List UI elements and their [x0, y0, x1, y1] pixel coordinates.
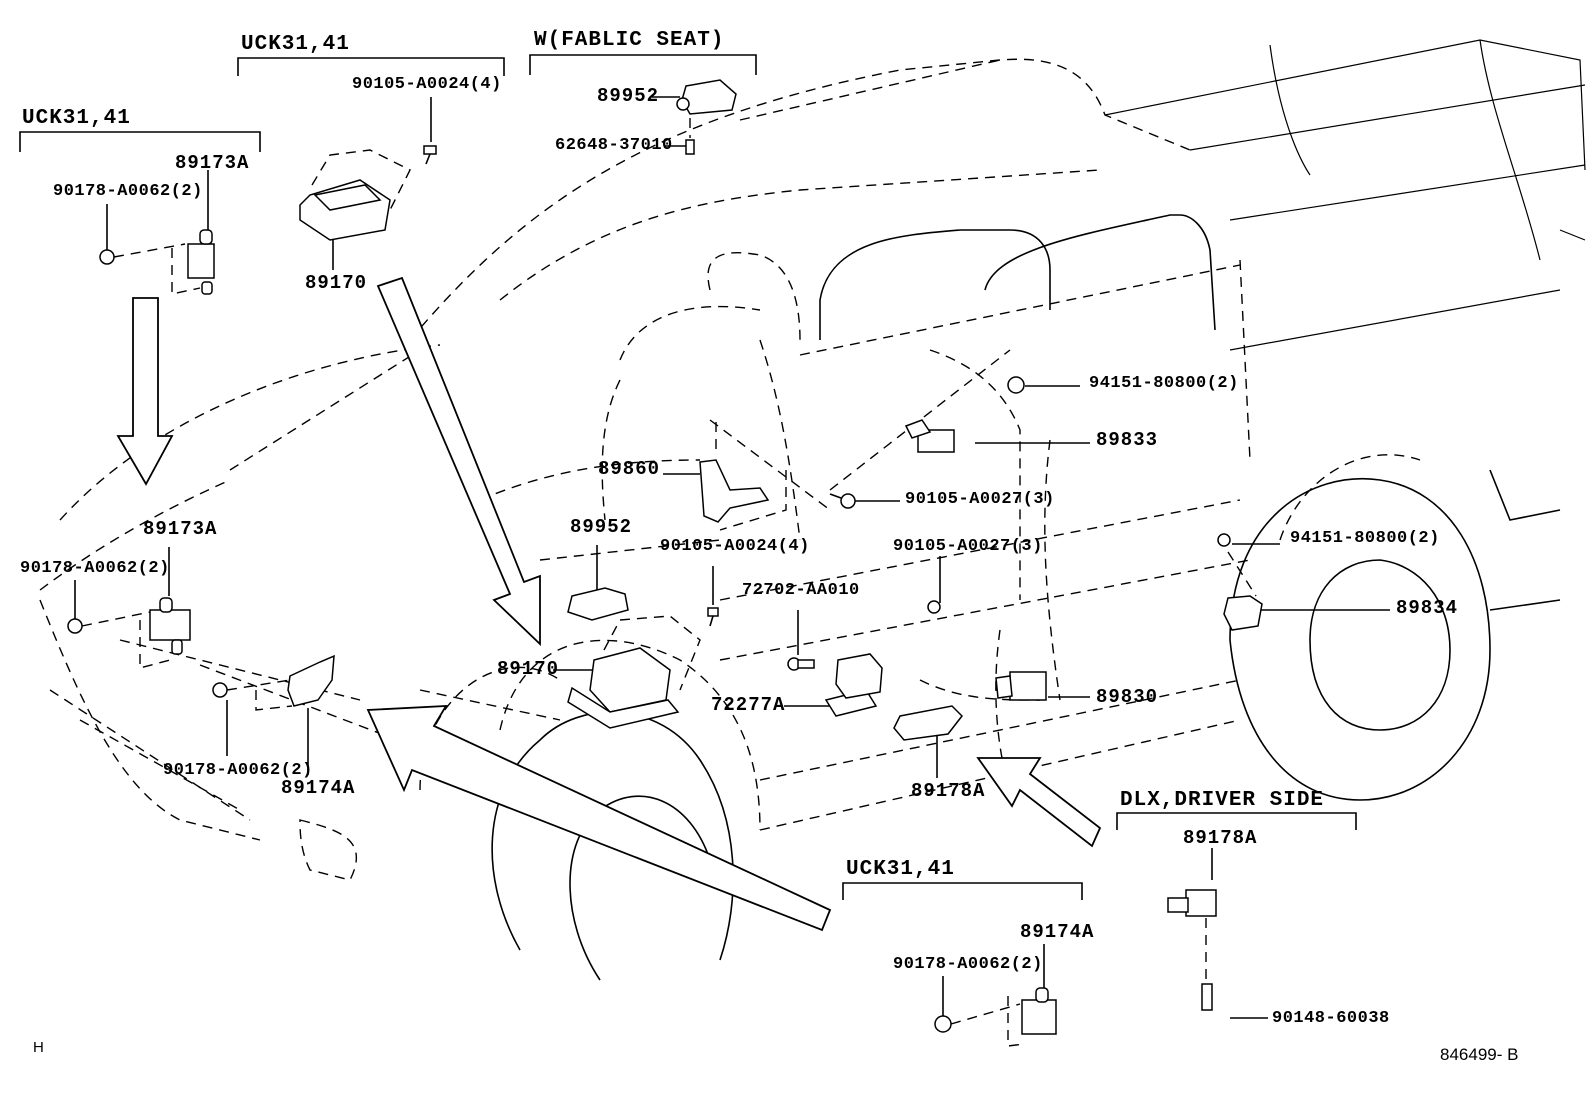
bolt-90105-A0024-mid [707, 607, 719, 627]
arrow-bottom-left [366, 705, 832, 932]
callout-89860[interactable]: 89860 [598, 458, 661, 480]
screw-62648 [685, 118, 695, 155]
arrow-center-down [376, 276, 541, 647]
bolt-90105-top [423, 145, 437, 165]
seat-sensor-89952-top [676, 79, 737, 115]
group-label-uck-top-left: UCK31,41 [22, 107, 131, 130]
group-brackets [19, 54, 1357, 900]
callout-89170-mid[interactable]: 89170 [497, 658, 560, 680]
callout-90105-A0027-mid[interactable]: 90105-A0027(3) [893, 537, 1043, 556]
callout-72277A[interactable]: 72277A [711, 694, 786, 716]
callout-72702-AA010[interactable]: 72702-AA010 [742, 581, 860, 600]
callout-89833[interactable]: 89833 [1096, 429, 1159, 451]
callout-89173A-top-left[interactable]: 89173A [175, 152, 250, 174]
sensor-89178A-dlx [1167, 889, 1217, 980]
group-label-uck-top-center: UCK31,41 [241, 33, 350, 56]
sensor-89834 [1223, 551, 1263, 631]
group-label-dlx-driver-side: DLX,DRIVER SIDE [1120, 789, 1325, 812]
callout-89170-top[interactable]: 89170 [305, 272, 368, 294]
group-label-uck-bottom: UCK31,41 [846, 858, 955, 881]
bolt-90105-A0027-top [829, 493, 856, 509]
nut-90178-front-top [67, 618, 83, 634]
callout-89174A-front[interactable]: 89174A [281, 777, 356, 799]
sensor-89174A-front [255, 654, 335, 711]
nut-90178-front-bottom [212, 682, 228, 698]
bolt-72702 [787, 657, 815, 671]
screw-90148 [1201, 983, 1213, 1011]
callout-89173A-front[interactable]: 89173A [143, 518, 218, 540]
callout-89830[interactable]: 89830 [1096, 686, 1159, 708]
clip-94151-top [1007, 376, 1025, 394]
sensor-89833 [904, 419, 955, 453]
airbag-ecu-89170-mid [567, 615, 701, 729]
callout-90178-front-top[interactable]: 90178-A0062(2) [20, 559, 170, 578]
callout-89178A-mid[interactable]: 89178A [911, 780, 986, 802]
sensor-89173A-front [139, 597, 191, 669]
airbag-ecu-89170-top [299, 149, 411, 241]
callout-90178-front-bottom[interactable]: 90178-A0062(2) [163, 761, 313, 780]
callout-89174A-bottom[interactable]: 89174A [1020, 921, 1095, 943]
callout-90105-A0027-top[interactable]: 90105-A0027(3) [905, 490, 1055, 509]
callout-89952-top[interactable]: 89952 [597, 85, 660, 107]
bracket-89860 [699, 422, 787, 531]
callout-90178-bottom[interactable]: 90178-A0062(2) [893, 955, 1043, 974]
callout-89952-mid[interactable]: 89952 [570, 516, 633, 538]
sensor-89178A-mid [893, 705, 963, 741]
callout-90148-60038[interactable]: 90148-60038 [1272, 1009, 1390, 1028]
callout-89178A-dlx[interactable]: 89178A [1183, 827, 1258, 849]
seat-sensor-89952-mid [567, 587, 629, 621]
direction-arrows [116, 276, 1102, 932]
callout-90105-A0024-mid[interactable]: 90105-A0024(4) [660, 537, 810, 556]
callout-89834[interactable]: 89834 [1396, 597, 1459, 619]
arrow-dlx [976, 757, 1102, 848]
callout-62648-37010[interactable]: 62648-37010 [555, 136, 673, 155]
corner-letter: H [33, 1039, 44, 1056]
nut-90178-bottom [934, 1015, 952, 1033]
callout-94151-mid[interactable]: 94151-80800(2) [1290, 529, 1440, 548]
arrow-top-left-down [116, 297, 174, 486]
callout-90178-top-left[interactable]: 90178-A0062(2) [53, 182, 203, 201]
callout-94151-top[interactable]: 94151-80800(2) [1089, 374, 1239, 393]
clip-94151-mid [1217, 533, 1231, 547]
nut-90178-top-left [99, 249, 115, 265]
sensor-89174A-bottom [1007, 987, 1057, 1047]
leader-lines [74, 96, 1390, 1020]
sensor-89173A-top [171, 229, 215, 295]
catalog-code: 846499- B [1440, 1045, 1519, 1064]
parts [67, 79, 1263, 1047]
sensor-89830 [995, 671, 1047, 701]
group-label-fabric-seat: W(FABLIC SEAT) [534, 29, 725, 52]
callout-90105-A0024-top[interactable]: 90105-A0024(4) [352, 75, 502, 94]
truck-outline [39, 39, 1586, 981]
sensor-bracket-mid [835, 653, 883, 699]
bolt-90105-A0027-mid [927, 600, 941, 614]
